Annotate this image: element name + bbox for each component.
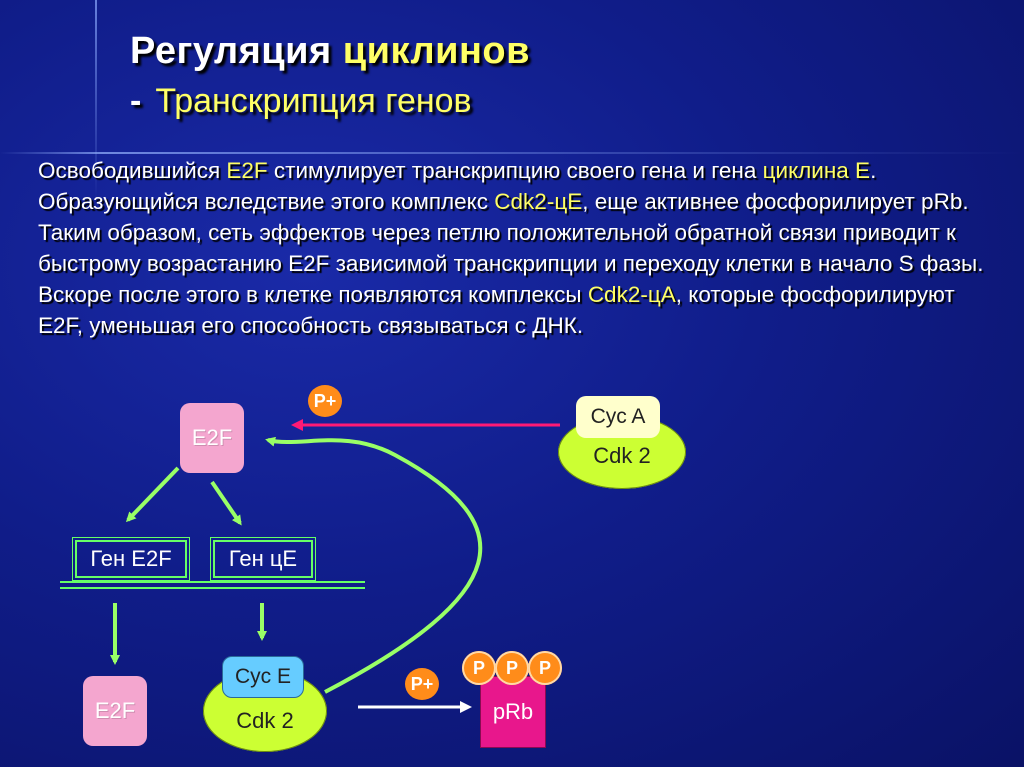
cyc-a-box: Cyc A bbox=[576, 396, 660, 438]
slide-subtitle: -Транскрипция генов bbox=[130, 82, 472, 121]
subtitle-text: Транскрипция генов bbox=[155, 82, 472, 120]
para-highlight-cyclin-e: циклина E bbox=[762, 158, 871, 183]
para-highlight-e2f: E2F bbox=[226, 158, 268, 183]
gene-ce-label: Ген цE bbox=[228, 546, 298, 571]
para-highlight-cdk2-ca: Cdk2-цA bbox=[587, 282, 676, 307]
cyc-e-label: Cyc E bbox=[234, 665, 291, 688]
p-plus-bottom-label: P+ bbox=[410, 673, 434, 694]
phosphate-1-badge: P bbox=[462, 651, 496, 685]
subtitle-dash: - bbox=[130, 82, 142, 120]
gene-ce-box: Ген цE bbox=[210, 537, 316, 581]
e2f-bottom-box: E2F bbox=[83, 676, 147, 746]
para-highlight-cdk2-ce: Cdk2-цE bbox=[494, 189, 583, 214]
gene-e2f-label: Ген E2F bbox=[90, 546, 172, 571]
phosphate-2-label: P bbox=[505, 657, 518, 678]
title-part-1: Регуляция bbox=[130, 30, 343, 72]
cdk2-bottom-label: Cdk 2 bbox=[236, 708, 294, 733]
p-plus-top-badge: P+ bbox=[308, 385, 342, 417]
title-part-2: циклинов bbox=[342, 30, 530, 72]
cdk2-top-label: Cdk 2 bbox=[593, 443, 651, 468]
description-paragraph: Освободившийся E2F стимулирует транскрип… bbox=[38, 155, 998, 341]
phosphate-2-badge: P bbox=[495, 651, 529, 685]
para-segment: стимулирует транскрипцию своего гена и г… bbox=[267, 158, 763, 183]
feedback-loop-arrow bbox=[265, 436, 483, 694]
slide-title: Регуляция циклинов bbox=[130, 30, 530, 73]
cyc-a-label: Cyc A bbox=[590, 405, 646, 428]
p-plus-top-label: P+ bbox=[313, 390, 337, 411]
arrow-e2f-to-gene-ce bbox=[210, 480, 242, 526]
phosphate-3-badge: P bbox=[528, 651, 562, 685]
p-plus-bottom-badge: P+ bbox=[405, 668, 439, 700]
e2f-top-label: E2F bbox=[191, 425, 233, 450]
prb-label: pRb bbox=[492, 699, 534, 724]
prb-box: pRb bbox=[480, 676, 546, 748]
para-segment: . Образующийся вследствие этого комплекс bbox=[38, 158, 877, 214]
para-segment: Освободившийся bbox=[38, 158, 227, 183]
cyc-e-box: Cyc E bbox=[222, 656, 304, 698]
e2f-top-box: E2F bbox=[180, 403, 244, 473]
gene-e2f-box: Ген E2F bbox=[72, 537, 190, 581]
arrow-e2f-to-gene-e2f bbox=[125, 466, 180, 523]
phosphate-3-label: P bbox=[538, 657, 551, 678]
decorative-glow-vertical bbox=[95, 0, 97, 200]
decorative-glow-horizontal bbox=[0, 152, 1024, 154]
e2f-bottom-label: E2F bbox=[94, 698, 136, 723]
phosphate-1-label: P bbox=[472, 657, 485, 678]
para-segment: , еще активнее фосфорилирует pRb. Таким … bbox=[38, 189, 984, 307]
para-segment: , которые фосфорилируют E2F, уменьшая ег… bbox=[38, 282, 955, 338]
